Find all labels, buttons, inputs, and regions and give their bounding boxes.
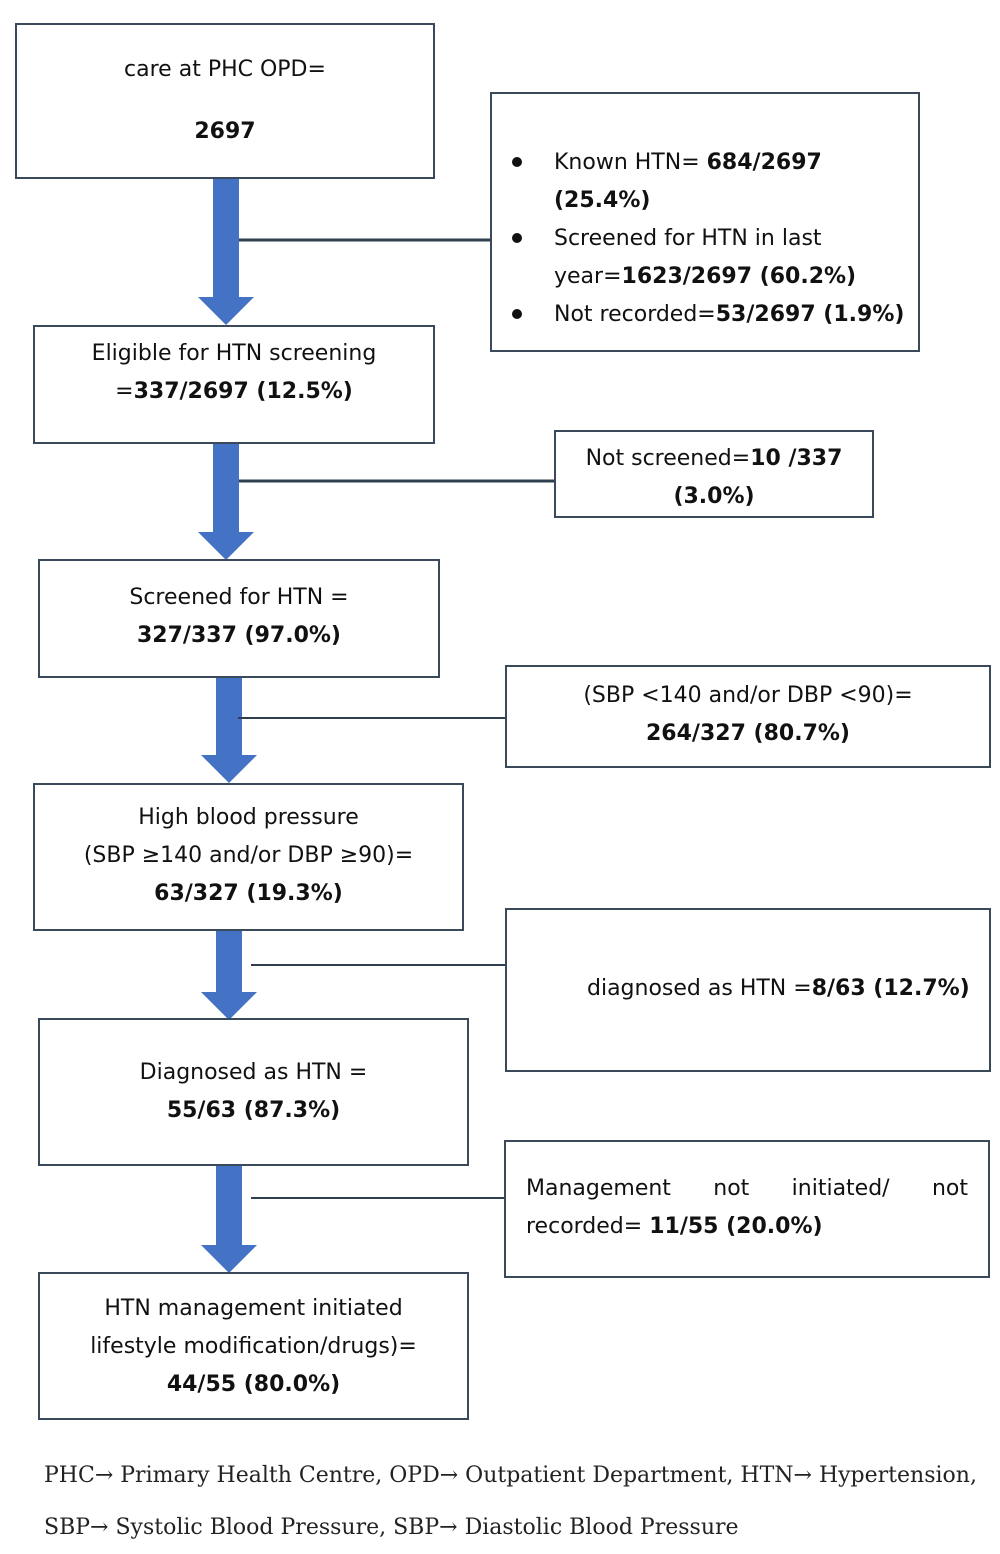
excluded-list: Known HTN= 684/2697 (25.4%) Screened for…: [492, 144, 918, 334]
opd-value: 2697: [194, 119, 256, 144]
management-value: 44/55 (80.0%): [166, 1372, 341, 1397]
normal-bp-value: 264/327 (80.7%): [646, 721, 850, 746]
normal-bp-label: (SBP <140 and/or DBP <90)=: [583, 683, 913, 708]
opd-box: care at PHC OPD= 2697: [15, 23, 435, 179]
high-bp-box: High blood pressure (SBP ≥140 and/or DBP…: [33, 783, 464, 931]
legend-line-2: SBP→ Systolic Blood Pressure, SBP→ Diast…: [44, 1515, 739, 1540]
diagnosed-label: Diagnosed as HTN =: [139, 1060, 368, 1085]
normal-bp-box: (SBP <140 and/or DBP <90)= 264/327 (80.7…: [505, 665, 991, 768]
abbreviation-legend: PHC→ Primary Health Centre, OPD→ Outpati…: [44, 1450, 984, 1554]
high-bp-value: 63/327 (19.3%): [154, 881, 343, 906]
down-arrow-3: [201, 678, 257, 783]
screened-box: Screened for HTN = 327/337 (97.0%): [38, 559, 440, 678]
not-screened-box: Not screened=10 /337 (3.0%): [554, 430, 874, 518]
diagnosed-sub-box: diagnosed as HTN =8/63 (12.7%): [505, 908, 991, 1072]
list-item: Not recorded=53/2697 (1.9%): [492, 296, 918, 334]
diagnosed-sub-value: 8/63 (12.7%): [811, 976, 970, 1001]
eligible-label: Eligible for HTN screening: [91, 341, 377, 366]
high-bp-label: High blood pressure: [138, 805, 359, 830]
diagnosed-value: 55/63 (87.3%): [166, 1098, 341, 1123]
management-label: HTN management initiated: [104, 1296, 403, 1321]
diagnosed-box: Diagnosed as HTN = 55/63 (87.3%): [38, 1018, 469, 1166]
down-arrow-2: [198, 444, 254, 560]
list-item: Screened for HTN in last year=1623/2697 …: [492, 220, 918, 296]
not-initiated-value: 11/55 (20.0%): [649, 1214, 823, 1239]
screened-label: Screened for HTN =: [129, 585, 349, 610]
list-item: Known HTN= 684/2697 (25.4%): [492, 144, 918, 220]
not-screened-value: 10 /337: [750, 446, 843, 471]
not-initiated-box: Management not initiated/ not recorded= …: [504, 1140, 990, 1278]
down-arrow-4: [201, 931, 257, 1020]
excluded-box: Known HTN= 684/2697 (25.4%) Screened for…: [490, 92, 920, 352]
eligible-box: Eligible for HTN screening =337/2697 (12…: [33, 325, 435, 444]
down-arrow-5: [201, 1166, 257, 1273]
eligible-value: 337/2697 (12.5%): [133, 379, 353, 404]
opd-label: care at PHC OPD=: [124, 57, 326, 82]
screened-value: 327/337 (97.0%): [137, 623, 341, 648]
down-arrow-1: [198, 179, 254, 325]
management-box: HTN management initiated lifestyle modif…: [38, 1272, 469, 1420]
legend-line-1: PHC→ Primary Health Centre, OPD→ Outpati…: [44, 1463, 977, 1488]
